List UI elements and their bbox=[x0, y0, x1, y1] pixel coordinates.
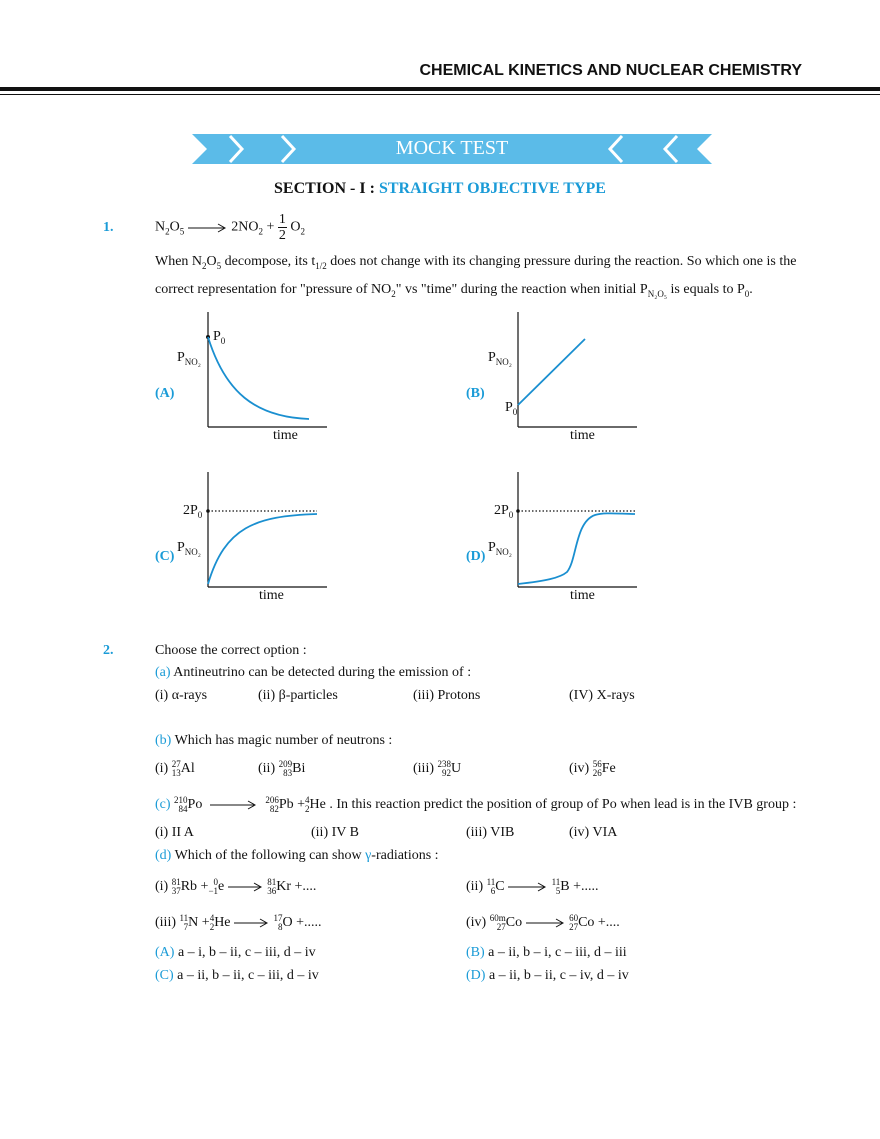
part-a-option-2: (ii) β-particles bbox=[258, 688, 338, 703]
graph-a-mark: P0 bbox=[213, 329, 226, 346]
part-c-option-4: (iv) VIA bbox=[569, 825, 618, 840]
reaction-arrow-icon bbox=[227, 882, 262, 892]
section-prefix: SECTION - I : bbox=[274, 180, 379, 197]
mock-test-banner bbox=[192, 134, 712, 164]
header-rule-thick bbox=[0, 87, 880, 91]
part-c-option-1: (i) II A bbox=[155, 825, 194, 840]
reaction-arrow-icon bbox=[187, 223, 226, 232]
part-c-option-2: (ii) IV B bbox=[311, 825, 359, 840]
graph-a-label: (A) bbox=[155, 386, 175, 401]
question-1-number: 1. bbox=[103, 220, 114, 235]
graph-a-ylabel: PNO₂ bbox=[177, 350, 201, 367]
question-1-text: When N2O5 decompose, its t1/2 does not c… bbox=[155, 254, 797, 299]
section-title: STRAIGHT OBJECTIVE TYPE bbox=[378, 180, 606, 197]
part-a-option-4: (IV) X-rays bbox=[569, 688, 635, 703]
part-d-question: (d) Which of the following can show γ-ra… bbox=[155, 848, 439, 863]
graph-a-curve bbox=[207, 336, 310, 420]
graph-d bbox=[516, 472, 637, 588]
answer-option-b[interactable]: (B) a – ii, b – i, c – iii, d – iii bbox=[466, 945, 627, 960]
part-b-question: (b) Which has magic number of neutrons : bbox=[155, 733, 393, 748]
part-c-option-3: (iii) VIB bbox=[466, 825, 515, 840]
reaction-arrow-icon bbox=[508, 882, 547, 892]
chapter-title: CHEMICAL KINETICS AND NUCLEAR CHEMISTRY bbox=[419, 62, 802, 79]
graph-b-ylabel: PNO₂ bbox=[488, 350, 512, 367]
graph-b-mark: P0 bbox=[505, 400, 518, 417]
graph-b-label: (B) bbox=[466, 386, 485, 401]
graph-a-xlabel: time bbox=[273, 428, 298, 443]
graph-c-label: (C) bbox=[155, 549, 175, 564]
banner-text: MOCK TEST bbox=[395, 137, 509, 159]
graph-b-line bbox=[517, 338, 586, 406]
graph-d-curve bbox=[517, 512, 636, 585]
part-a-option-3: (iii) Protons bbox=[413, 688, 481, 703]
graph-a bbox=[206, 312, 327, 428]
graph-d-xlabel: time bbox=[570, 588, 595, 603]
graph-c-mark: 2P0 bbox=[183, 503, 203, 520]
graph-b-xlabel: time bbox=[570, 428, 595, 443]
question-2-number: 2. bbox=[103, 643, 114, 658]
section-heading: SECTION - I : STRAIGHT OBJECTIVE TYPE bbox=[0, 180, 880, 198]
part-a-option-1: (i) α-rays bbox=[155, 688, 208, 703]
graph-d-label: (D) bbox=[466, 549, 486, 564]
reaction-arrow-icon bbox=[525, 918, 564, 928]
graph-c-curve bbox=[207, 513, 318, 585]
answer-option-d[interactable]: (D) a – ii, b – ii, c – iv, d – iv bbox=[466, 968, 629, 983]
reaction-arrow-icon bbox=[209, 800, 256, 810]
part-a-question: (a) Antineutrino can be detected during … bbox=[155, 665, 472, 680]
reaction-arrow-icon bbox=[234, 918, 269, 928]
graph-c bbox=[206, 472, 327, 588]
answer-option-c[interactable]: (C) a – ii, b – ii, c – iii, d – iv bbox=[155, 968, 319, 983]
header-rule-thin bbox=[0, 94, 880, 95]
graph-b bbox=[517, 312, 637, 428]
graph-d-ylabel: PNO₂ bbox=[488, 540, 512, 557]
graph-c-ylabel: PNO₂ bbox=[177, 540, 201, 557]
graph-c-xlabel: time bbox=[259, 588, 284, 603]
question-2-intro: Choose the correct option : bbox=[155, 643, 307, 658]
answer-option-a[interactable]: (A) a – i, b – ii, c – iii, d – iv bbox=[155, 945, 316, 960]
graph-d-mark: 2P0 bbox=[494, 503, 514, 520]
